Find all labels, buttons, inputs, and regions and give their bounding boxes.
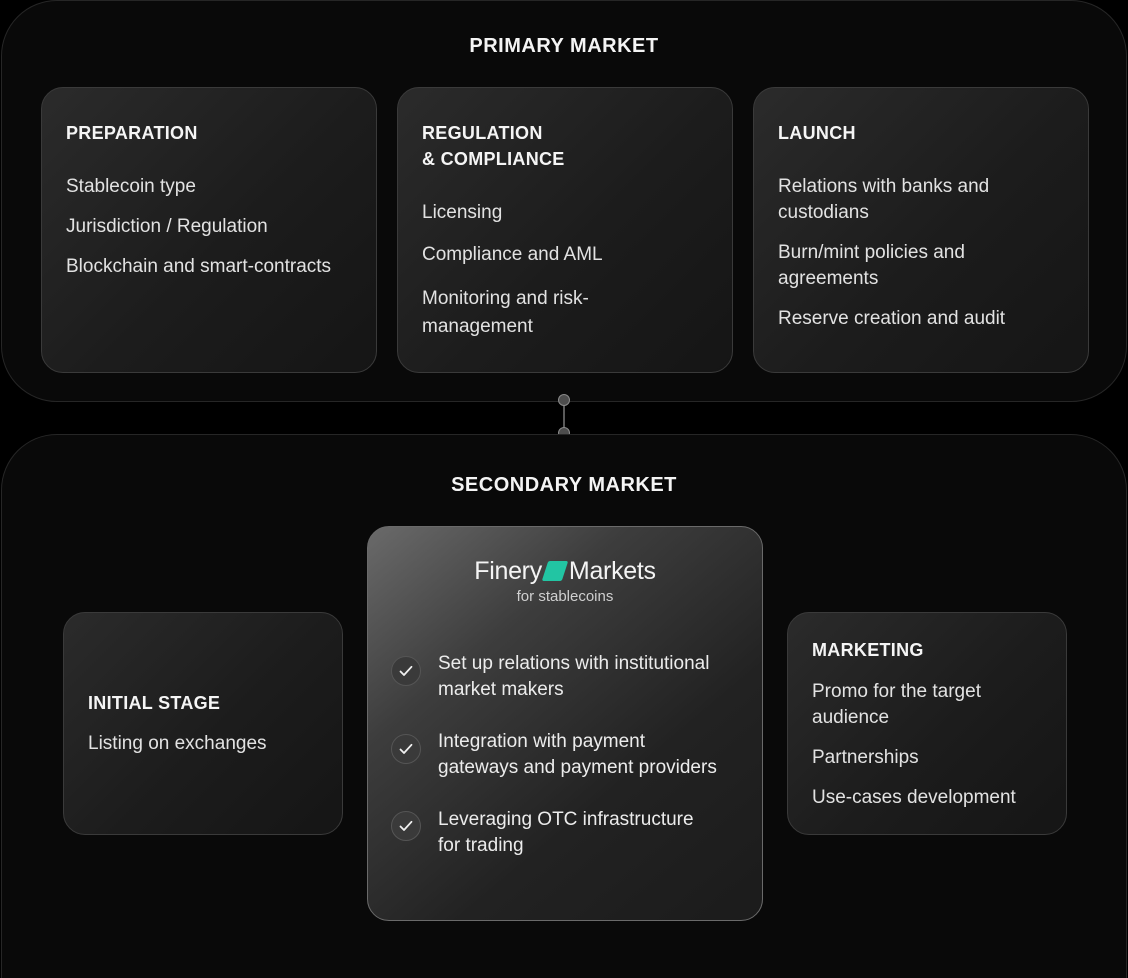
launch-item: Burn/mint policies and bbox=[778, 242, 965, 263]
regulation-card: REGULATION & COMPLIANCE Licensing Compli… bbox=[397, 87, 733, 373]
marketing-title: MARKETING bbox=[812, 640, 924, 660]
primary-market-section: PRIMARY MARKET PREPARATION Stablecoin ty… bbox=[1, 0, 1127, 402]
regulation-item: Compliance and AML bbox=[422, 244, 603, 265]
check-icon bbox=[391, 734, 421, 764]
feature-item-line: for trading bbox=[438, 835, 524, 856]
marketing-item: audience bbox=[812, 707, 890, 728]
launch-title: LAUNCH bbox=[778, 123, 856, 143]
check-icon bbox=[391, 811, 421, 841]
primary-market-title: PRIMARY MARKET bbox=[469, 35, 659, 57]
feature-item-line: gateways and payment providers bbox=[438, 757, 717, 778]
initial-stage-title: INITIAL STAGE bbox=[88, 693, 221, 713]
regulation-title-line1: REGULATION bbox=[422, 123, 543, 143]
initial-stage-card: INITIAL STAGE Listing on exchanges bbox=[63, 612, 343, 835]
marketing-item: Promo for the target bbox=[812, 681, 981, 702]
finery-markets-card: Finery Markets for stablecoins Set up rel… bbox=[367, 526, 763, 921]
brand-name-right: Markets bbox=[568, 557, 656, 585]
regulation-item: Monitoring and risk- bbox=[422, 288, 589, 309]
feature-item-line: Leveraging OTC infrastructure bbox=[438, 809, 694, 830]
marketing-card: MARKETING Promo for the target audience … bbox=[787, 612, 1067, 835]
launch-card: LAUNCH Relations with banks and custodia… bbox=[753, 87, 1089, 373]
connector-line bbox=[563, 400, 565, 434]
finery-markets-logo: Finery Markets bbox=[368, 557, 762, 586]
marketing-item: Use-cases development bbox=[812, 787, 1016, 808]
preparation-item: Jurisdiction / Regulation bbox=[66, 216, 268, 237]
feature-item-line: market makers bbox=[438, 679, 564, 700]
preparation-item: Blockchain and smart-contracts bbox=[66, 256, 332, 277]
check-icon bbox=[391, 656, 421, 686]
secondary-market-title: SECONDARY MARKET bbox=[451, 474, 677, 496]
launch-item: Relations with banks and bbox=[778, 176, 990, 197]
regulation-title-line2: & COMPLIANCE bbox=[422, 149, 565, 169]
launch-item: custodians bbox=[778, 202, 869, 223]
feature-item-line: Set up relations with institutional bbox=[438, 653, 710, 674]
preparation-title: PREPARATION bbox=[66, 123, 198, 143]
marketing-item: Partnerships bbox=[812, 747, 919, 768]
brand-subtitle: for stablecoins bbox=[516, 588, 614, 605]
finery-logo-icon bbox=[541, 561, 569, 581]
launch-item: Reserve creation and audit bbox=[778, 308, 1006, 329]
secondary-market-section: SECONDARY MARKET INITIAL STAGE Listing o… bbox=[1, 434, 1127, 978]
brand-name-left: Finery bbox=[474, 557, 542, 585]
feature-item-line: Integration with payment bbox=[438, 731, 646, 752]
preparation-card: PREPARATION Stablecoin type Jurisdiction… bbox=[41, 87, 377, 373]
preparation-item: Stablecoin type bbox=[66, 176, 196, 197]
initial-stage-item: Listing on exchanges bbox=[88, 733, 267, 754]
connector-dot-top bbox=[558, 394, 570, 406]
launch-item: agreements bbox=[778, 268, 879, 289]
regulation-item: management bbox=[422, 316, 533, 337]
regulation-item: Licensing bbox=[422, 202, 503, 223]
